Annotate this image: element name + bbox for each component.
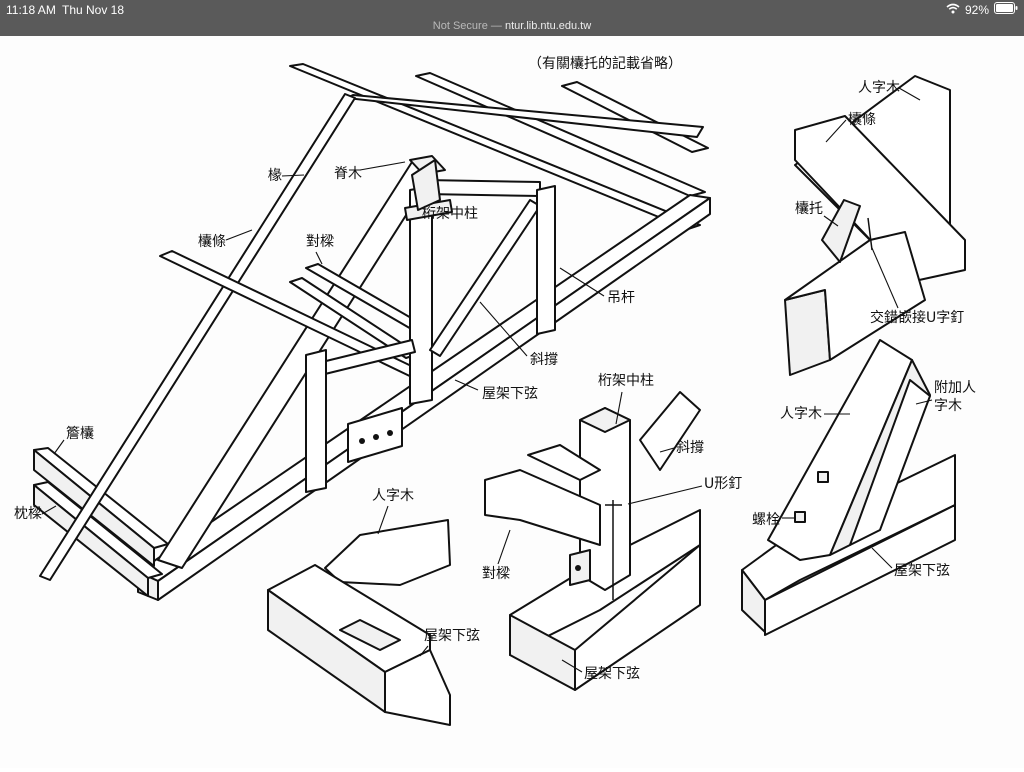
detail-a-purlin [794, 115, 966, 283]
battery-icon [994, 2, 1018, 17]
wifi-icon [946, 3, 960, 17]
label-detail-b-nail: U形釘 [704, 475, 742, 492]
address-host: ntur.lib.ntu.edu.tw [504, 20, 592, 32]
detail-b-brace [639, 391, 701, 471]
label-hanger: 吊杆 [607, 290, 635, 306]
label-detail-c-tie: 屋架下弦 [424, 628, 480, 644]
detail-d-tie-face [764, 504, 956, 636]
roof-truss-figure: 椽 脊木 欜條 桁架中柱 對樑 吊杆 斜撐 屋架下弦 簷欜 枕樑 （有關欜托的記… [14, 55, 976, 726]
battery-percent: 92% [964, 2, 989, 17]
ridge-block [411, 159, 441, 211]
tie-beam-face [157, 197, 711, 601]
label-tie-beam: 屋架下弦 [482, 386, 538, 402]
page-content: 椽 脊木 欜條 桁架中柱 對樑 吊杆 斜撐 屋架下弦 簷欜 枕樑 （有關欜托的記… [0, 36, 1024, 768]
label-detail-b-beam: 對樑 [482, 566, 510, 582]
detail-d-extra-piece [849, 379, 931, 546]
hanger-post [536, 185, 556, 335]
detail-b-tie-face [574, 544, 701, 691]
label-detail-a-principal: 人字木 [858, 80, 900, 96]
detail-a-cleat [821, 199, 861, 263]
detail-a-beam-end [784, 289, 831, 376]
detail-c-principal [324, 519, 451, 586]
label-detail-d-extra-2: 字木 [934, 398, 962, 414]
back-purlin-2 [415, 72, 706, 197]
rafter-board [39, 93, 356, 581]
address-separator: — [490, 20, 502, 32]
label-detail-d-extra-1: 附加人 [934, 380, 976, 396]
label-pillow-beam: 枕樑 [14, 506, 42, 522]
status-time: 11:18 AM [6, 3, 56, 17]
label-detail-a-nail: 交錯嵌接U字釘 [870, 309, 964, 326]
label-detail-b-king-post: 桁架中柱 [598, 373, 654, 389]
status-right: 92% [946, 2, 1018, 17]
label-eave-purlin: 簷欜 [66, 425, 94, 442]
label-detail-d-tie: 屋架下弦 [894, 563, 950, 579]
label-detail-b-brace: 斜撐 [676, 440, 704, 456]
label-purlin: 欜條 [198, 233, 226, 250]
ridge-board [346, 94, 704, 138]
label-detail-a-purlin: 欜條 [848, 111, 876, 128]
detail-b-beam-left [484, 469, 601, 546]
detail-b-beam-back [527, 444, 601, 481]
label-ridge-wood: 脊木 [334, 166, 362, 182]
back-purlin-1 [289, 63, 701, 230]
status-bar: 11:18 AM Thu Nov 18 92% [0, 0, 1024, 20]
label-king-post: 桁架中柱 [422, 206, 478, 222]
label-detail-c-principal: 人字木 [372, 488, 414, 504]
label-detail-a-cleat: 欜托 [795, 200, 823, 217]
label-detail-d-bolt: 螺栓 [752, 512, 780, 528]
detail-c-notch [339, 619, 401, 651]
label-paired-beam: 對樑 [306, 234, 334, 250]
label-detail-d-principal: 人字木 [780, 406, 822, 422]
security-label: Not Secure [432, 20, 488, 32]
label-brace: 斜撐 [530, 352, 558, 368]
figure-note: （有關欜托的記載省略） [528, 55, 682, 72]
pillow-beam-face [33, 484, 149, 597]
label-rafter: 椽 [268, 168, 282, 184]
address-bar[interactable]: Not Secure — ntur.lib.ntu.edu.tw [0, 20, 1024, 36]
label-detail-b-tie: 屋架下弦 [584, 666, 640, 682]
status-date: Thu Nov 18 [62, 3, 125, 17]
right-rafter [424, 179, 541, 197]
left-vertical-post [305, 349, 327, 493]
